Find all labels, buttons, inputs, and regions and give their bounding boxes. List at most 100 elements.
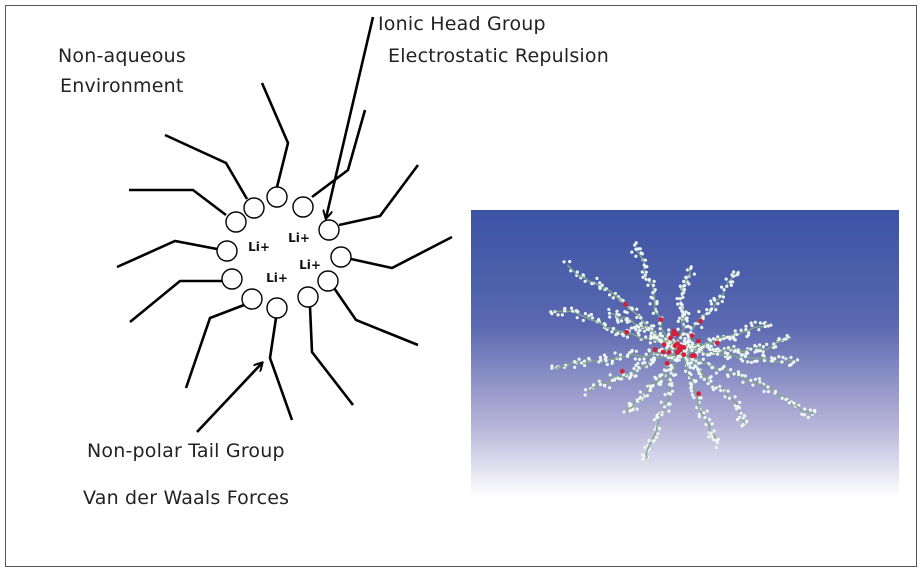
bond — [682, 318, 685, 321]
label-van-der-waals-forces: Van der Waals Forces — [83, 487, 290, 509]
atom — [745, 334, 749, 339]
atom — [685, 358, 689, 362]
atom — [761, 345, 765, 349]
atom — [637, 247, 641, 251]
atom — [684, 310, 688, 314]
bond — [688, 271, 692, 278]
atom — [667, 328, 671, 332]
atom — [772, 342, 776, 346]
atom — [652, 279, 656, 283]
atom — [675, 296, 679, 301]
bond — [641, 365, 647, 368]
atom — [618, 357, 622, 361]
atom — [753, 344, 757, 348]
atom — [681, 310, 685, 314]
atom — [710, 434, 714, 438]
atom — [580, 361, 584, 365]
bond — [654, 380, 660, 385]
bond — [730, 398, 737, 404]
bond — [697, 405, 701, 412]
atom — [684, 275, 688, 279]
atom — [725, 284, 729, 288]
oxygen-atom — [658, 317, 664, 322]
bond — [648, 281, 653, 285]
atom — [733, 348, 737, 353]
atom — [653, 375, 657, 379]
atom — [676, 319, 680, 323]
atom — [757, 377, 761, 381]
figure-frame — [5, 5, 917, 567]
oxygen-atom — [661, 342, 667, 347]
molecular-simulation-image — [471, 210, 899, 497]
atom — [647, 349, 652, 353]
atom — [677, 316, 682, 320]
atom — [645, 321, 649, 325]
tail — [129, 188, 227, 217]
bond — [797, 405, 803, 412]
atom — [604, 359, 608, 363]
bond — [688, 268, 691, 272]
atom — [726, 389, 730, 393]
atom — [697, 371, 701, 375]
atom — [719, 388, 723, 392]
li-ion-label: Li+ — [288, 231, 310, 245]
atom — [715, 441, 720, 445]
bond — [649, 352, 653, 357]
bond — [721, 348, 729, 352]
bond — [645, 453, 648, 459]
atom — [739, 411, 743, 415]
atom — [611, 326, 616, 331]
atom — [813, 410, 817, 414]
atom — [645, 265, 649, 269]
atom — [709, 379, 713, 383]
atom — [708, 417, 712, 422]
atom — [774, 345, 778, 349]
atom — [610, 361, 614, 365]
atom — [744, 327, 748, 332]
atom — [736, 271, 740, 275]
atom — [680, 292, 684, 296]
atom — [715, 347, 719, 351]
atom — [619, 319, 624, 323]
bond — [745, 329, 750, 333]
label-environment-line1: Non-aqueous — [58, 45, 186, 67]
atom — [711, 347, 715, 351]
oxygen-atom — [674, 341, 680, 347]
atom — [687, 312, 691, 316]
atom — [746, 351, 750, 355]
atom — [634, 363, 638, 368]
atom — [785, 334, 789, 338]
bond — [606, 379, 612, 384]
atom — [684, 325, 688, 329]
atom — [753, 377, 757, 381]
bond — [764, 386, 772, 391]
atom — [635, 315, 639, 320]
atom — [628, 409, 632, 413]
bond — [660, 321, 663, 328]
atom — [777, 337, 781, 341]
bond — [776, 340, 781, 343]
atom — [766, 324, 770, 328]
atom — [727, 396, 732, 400]
atom — [675, 357, 679, 361]
bond — [728, 278, 732, 282]
bond — [657, 419, 660, 423]
atom — [550, 312, 554, 316]
atom — [765, 342, 769, 347]
atom — [733, 338, 737, 342]
atom — [583, 388, 588, 392]
atom — [607, 307, 611, 312]
bond — [754, 346, 759, 350]
bond — [683, 358, 687, 364]
bond — [758, 347, 762, 350]
atom — [620, 377, 624, 381]
bond — [673, 356, 677, 359]
atom — [651, 335, 656, 340]
atom — [700, 325, 704, 330]
bond — [735, 374, 743, 379]
bond — [658, 411, 663, 416]
oxygen-atom — [666, 350, 672, 355]
atom — [735, 332, 739, 337]
atom — [600, 283, 604, 287]
head-group-circle — [330, 246, 352, 268]
